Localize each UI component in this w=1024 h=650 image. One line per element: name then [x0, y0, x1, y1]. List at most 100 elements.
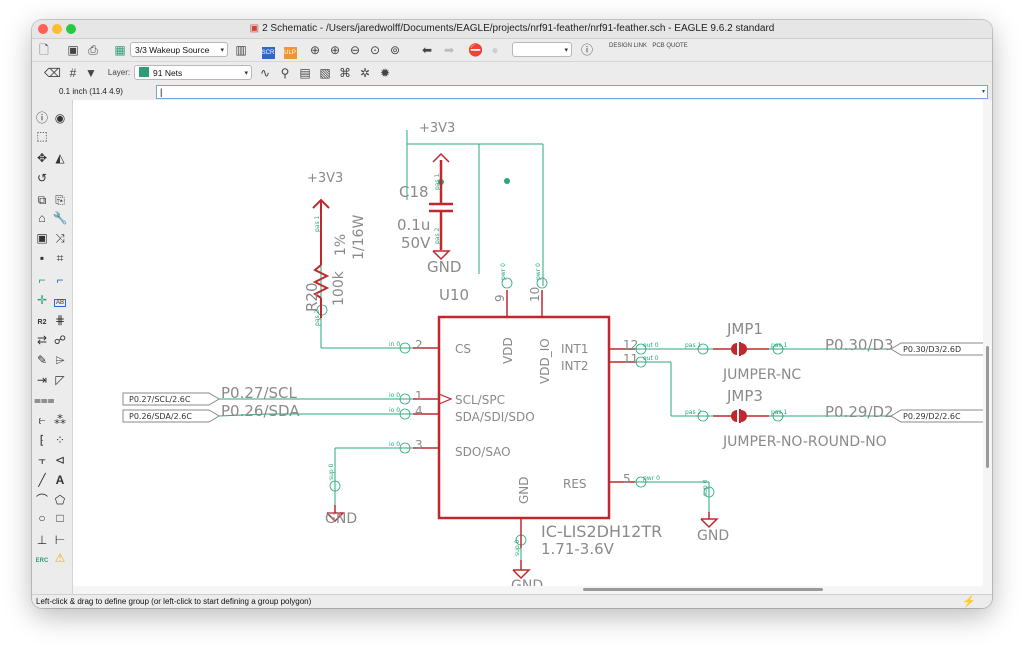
- route-icon[interactable]: ⁂: [54, 413, 66, 427]
- redraw-icon[interactable]: ⊚: [389, 43, 401, 57]
- optimize-icon[interactable]: ⁘: [54, 433, 66, 447]
- sheet-select[interactable]: 3/3 Wakeup Source▾: [130, 42, 228, 57]
- add-icon[interactable]: ▣: [36, 231, 48, 245]
- zoom-in-icon[interactable]: ⊕: [329, 43, 341, 57]
- print-icon[interactable]: ⎙: [88, 43, 98, 57]
- select-icon[interactable]: ⬚: [36, 129, 48, 143]
- slash-icon[interactable]: ◸: [55, 373, 65, 387]
- sheet-icon[interactable]: ▦: [114, 43, 126, 57]
- pin-2-number: 2: [415, 338, 423, 352]
- new-file-icon[interactable]: 🗋: [39, 43, 49, 57]
- rectangle-icon[interactable]: □: [56, 511, 64, 525]
- status-message: Left-click & drag to define group (or le…: [36, 597, 312, 606]
- bus-entry-icon[interactable]: ⩶: [34, 393, 55, 407]
- paste-tool-icon[interactable]: ⎘: [55, 193, 65, 207]
- coordinate-readout: 0.1 inch (11.4 4.9): [59, 87, 123, 96]
- port-icon[interactable]: ⇥: [36, 373, 48, 387]
- schematic-canvas[interactable]: +3V3 +3V3 C18 0.1u 50V GND R20 100k 1% 1…: [73, 100, 983, 586]
- attribute-icon[interactable]: ☍: [53, 333, 67, 347]
- command-input[interactable]: |▾: [156, 85, 988, 99]
- pin-10-number: 10: [528, 287, 542, 302]
- pcb-quote-button[interactable]: PCB QUOTE: [652, 42, 688, 58]
- magnify-icon[interactable]: ⚲: [280, 66, 290, 80]
- layer-table-icon[interactable]: ▥: [235, 43, 247, 57]
- junction-icon[interactable]: ✛: [36, 293, 48, 307]
- horizontal-scrollbar[interactable]: [73, 586, 983, 594]
- pinswap-icon[interactable]: ⇄: [36, 333, 48, 347]
- layer-select[interactable]: 91 Nets▾: [134, 65, 252, 80]
- copy-tool-icon[interactable]: ⧉: [37, 193, 47, 207]
- lightning-icon[interactable]: ⚡: [962, 596, 976, 608]
- bracket-icon[interactable]: ⁅: [39, 433, 45, 447]
- ulp-icon[interactable]: ULP: [282, 42, 298, 59]
- dimension-icon[interactable]: ⊥: [36, 533, 48, 547]
- mark-icon[interactable]: ⊲: [54, 453, 66, 467]
- smash-icon[interactable]: ⋕: [54, 313, 66, 327]
- pin-dir-sup-bottom: sup 0: [514, 539, 521, 556]
- show-icon[interactable]: ◉: [54, 111, 66, 125]
- measure-icon[interactable]: ⊢: [54, 533, 66, 547]
- zoom-out-icon[interactable]: ⊖: [349, 43, 361, 57]
- gear-icon[interactable]: ✹: [379, 66, 391, 80]
- u10-range: 1.71-3.6V: [541, 540, 615, 558]
- horizontal-scroll-thumb[interactable]: [583, 588, 823, 591]
- vertical-scrollbar[interactable]: [983, 100, 992, 594]
- pin-dir-io-4: io 0: [389, 407, 400, 414]
- tool-pin-icon[interactable]: ⥼: [38, 413, 46, 427]
- go-icon[interactable]: ●: [491, 43, 499, 57]
- line-icon[interactable]: ╱: [38, 473, 46, 487]
- mirror-icon[interactable]: ◭: [55, 151, 65, 165]
- port-d2-text: P0.29/D2/2.6C: [903, 412, 961, 421]
- save-icon[interactable]: ▣: [67, 43, 79, 57]
- frame-icon[interactable]: ⫟: [38, 453, 46, 467]
- minimize-window-button[interactable]: [52, 24, 62, 34]
- erc-icon[interactable]: ERC: [34, 550, 50, 566]
- eraser-icon[interactable]: ⌫: [44, 66, 61, 80]
- add-part-icon[interactable]: ⌘: [339, 66, 351, 80]
- circle-icon[interactable]: ○: [38, 511, 46, 525]
- zoom-fit-icon[interactable]: ⊕: [309, 43, 321, 57]
- vertical-scroll-thumb[interactable]: [986, 346, 989, 468]
- r20-value: 100k: [331, 270, 347, 306]
- wire-style-icon[interactable]: ∿: [259, 66, 271, 80]
- window-title: ▣2 Schematic - /Users/jaredwolff/Documen…: [32, 23, 992, 34]
- settings-icon[interactable]: ✲: [359, 66, 371, 80]
- design-link-button[interactable]: DESIGN LINK: [608, 42, 648, 58]
- filter-icon[interactable]: ▼: [85, 66, 97, 80]
- pencil-icon[interactable]: ✎: [36, 353, 48, 367]
- stop-icon[interactable]: ⛔: [468, 43, 483, 57]
- help-icon[interactable]: ⓘ: [580, 43, 593, 57]
- text-icon[interactable]: A: [55, 473, 65, 487]
- undo-icon[interactable]: ⬅: [421, 43, 433, 57]
- net-icon[interactable]: ⌐: [38, 273, 46, 287]
- label-icon[interactable]: AB: [52, 292, 68, 308]
- zoom-window-button[interactable]: [66, 24, 76, 34]
- u10-body: [437, 315, 611, 520]
- jmp3-part: JUMPER-NO-ROUND-NO: [722, 434, 887, 450]
- redo-icon[interactable]: ➡: [443, 43, 455, 57]
- polygon-icon[interactable]: ⬠: [54, 493, 66, 507]
- replace-icon[interactable]: ⤨: [55, 231, 65, 245]
- command-combo[interactable]: ▾: [512, 42, 572, 57]
- value-icon[interactable]: R2: [34, 312, 50, 328]
- close-window-button[interactable]: [38, 24, 48, 34]
- move-icon[interactable]: ✥: [36, 151, 48, 165]
- info-icon[interactable]: ⓘ: [35, 111, 48, 125]
- rotate-icon[interactable]: ↺: [36, 171, 48, 185]
- bus-icon[interactable]: ⌐: [56, 273, 64, 287]
- split-icon[interactable]: ⌗: [56, 251, 64, 265]
- delete-icon[interactable]: ⌂: [38, 211, 46, 225]
- script-icon[interactable]: SCR: [260, 42, 276, 59]
- paste-icon[interactable]: ▤: [299, 66, 311, 80]
- pin-dir-pwr-5: pwr 0: [643, 475, 660, 482]
- zoom-select-icon[interactable]: ⊙: [369, 43, 381, 57]
- wrench-icon[interactable]: 🔧: [52, 211, 68, 225]
- grid-icon[interactable]: #: [69, 66, 77, 80]
- arc-icon[interactable]: ⌒: [35, 493, 48, 507]
- main-toolbar: 🗋 ▣ ⎙ ▦ 3/3 Wakeup Source▾ ▥ SCR ULP ⊕ ⊕…: [32, 39, 992, 62]
- warning-icon[interactable]: ⚠: [54, 551, 66, 565]
- copy-icon[interactable]: ▧: [319, 66, 331, 80]
- pin-dir-pwr-9: pwr 0: [500, 263, 507, 280]
- gate-icon[interactable]: ▪: [39, 251, 45, 265]
- tag-icon[interactable]: ⌲: [55, 353, 65, 367]
